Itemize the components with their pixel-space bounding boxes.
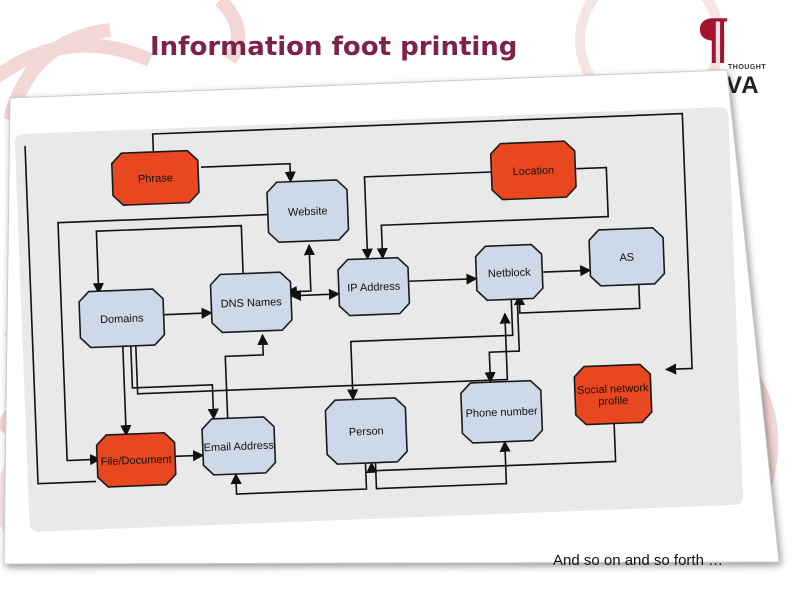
edge-netblock-person xyxy=(347,295,514,401)
edge-person-email xyxy=(230,463,368,495)
edge-domains-ipblock xyxy=(135,312,511,395)
edge-website-domains xyxy=(57,213,268,466)
node-label-location: Location xyxy=(512,165,554,179)
node-shape-person xyxy=(324,397,408,465)
logo-wordmark: VA xyxy=(726,72,760,99)
slide-footer-text: And so on and so forth … xyxy=(553,552,724,569)
edge-location-loop xyxy=(376,166,610,260)
node-location: Location xyxy=(489,140,577,201)
edge-phrase-social xyxy=(151,112,693,375)
edge-dns-domains xyxy=(92,224,245,295)
node-shape-dns xyxy=(209,271,293,334)
edge-as-netblock xyxy=(513,280,641,314)
node-netblock: Netblock xyxy=(474,243,544,302)
node-label-netblock: Netblock xyxy=(488,267,532,281)
edge-phrase-website xyxy=(200,162,296,183)
node-shape-ip xyxy=(337,256,411,317)
node-shape-location xyxy=(489,140,577,201)
edge-netblock-as xyxy=(543,265,592,277)
node-label-as: AS xyxy=(619,252,634,265)
edge-file-email xyxy=(175,450,205,462)
node-dns: DNS Names xyxy=(209,271,293,334)
node-label-ip: IP Address xyxy=(347,281,401,295)
node-phrase: Phrase xyxy=(110,149,200,206)
node-social: Social networkprofile xyxy=(573,363,653,426)
company-logo: ¶ THOUGHT VA xyxy=(690,12,794,104)
node-shape-as xyxy=(588,227,666,287)
edge-domains-email xyxy=(130,345,219,420)
edge-email-dns xyxy=(224,333,269,419)
edge-person-phone xyxy=(374,440,511,490)
node-person: Person xyxy=(324,397,408,465)
node-label-email: Email Address xyxy=(203,440,274,455)
node-label-phone: Phone number xyxy=(465,405,538,420)
node-website: Website xyxy=(266,179,350,244)
edge-ip-netblock xyxy=(408,273,478,285)
node-label-phrase: Phrase xyxy=(138,172,173,185)
pilcrow-logo-icon: ¶ xyxy=(696,7,731,71)
slide-title: Information foot printing xyxy=(150,32,518,62)
node-shape-social xyxy=(573,363,653,426)
node-label-file: File/Document xyxy=(101,453,172,468)
node-domains: Domains xyxy=(78,288,166,349)
node-shape-netblock xyxy=(474,243,544,302)
node-email: Email Address xyxy=(201,416,277,476)
node-shape-email xyxy=(201,416,277,476)
node-file: File/Document xyxy=(95,431,177,488)
edge-website-file xyxy=(24,145,97,485)
diagram-canvas xyxy=(14,107,744,532)
edge-domains-file xyxy=(120,346,132,437)
node-label-dns: DNS Names xyxy=(220,296,282,310)
node-ip: IP Address xyxy=(337,256,411,317)
node-label-domains: Domains xyxy=(100,312,144,326)
edge-location-ip xyxy=(361,171,492,260)
node-label-website: Website xyxy=(288,205,328,219)
edge-social-bottom xyxy=(366,421,617,474)
node-label-person: Person xyxy=(349,425,384,438)
node-as: AS xyxy=(588,227,666,287)
node-shape-phone xyxy=(460,379,544,444)
node-label-social: Social networkprofile xyxy=(577,382,650,409)
node-shape-domains xyxy=(78,288,166,349)
node-phone: Phone number xyxy=(460,379,544,444)
edge-dns-ip xyxy=(289,288,341,301)
node-shape-website xyxy=(266,179,350,244)
node-shape-phrase xyxy=(110,149,200,206)
edge-domains-dns xyxy=(164,307,213,319)
node-shape-file xyxy=(95,431,177,488)
logo-tagline: THOUGHT xyxy=(728,64,767,71)
edge-netblock-phone xyxy=(484,295,521,384)
